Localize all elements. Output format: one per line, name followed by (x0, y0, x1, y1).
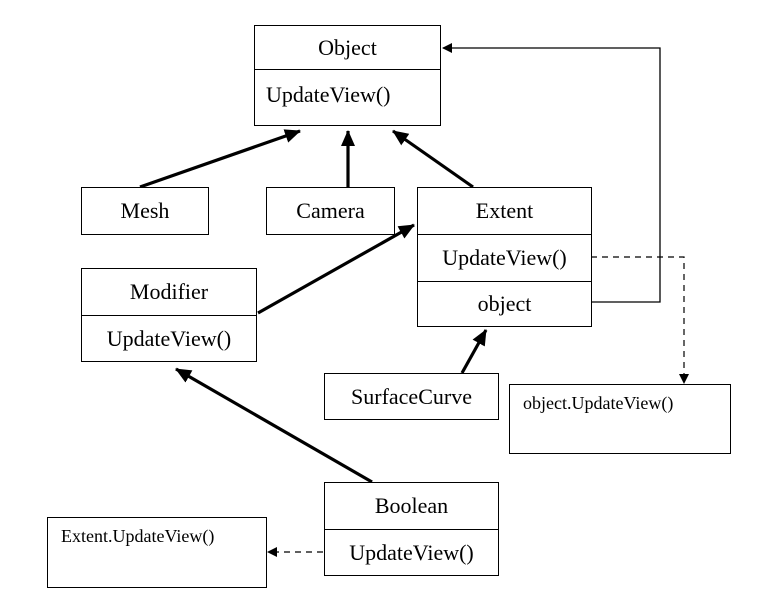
camera-class-name: Camera (296, 198, 365, 223)
boolean-implementation-note-text: Extent.UpdateView() (61, 526, 215, 546)
boolean-implementation-note: Extent.UpdateView() (47, 517, 267, 588)
boolean-class-name: Boolean (374, 493, 449, 518)
boolean-class-divider (325, 529, 498, 530)
object-reference-arrow (442, 43, 661, 303)
mesh-to-object-arrow (139, 129, 301, 189)
boolean-to-modifier-arrow (175, 367, 373, 484)
surfacecurve-to-extent-arrow (460, 329, 488, 374)
extent-class-name: Extent (475, 198, 534, 223)
extent-updateview-method: UpdateView() (442, 245, 567, 270)
extent-implementation-note: object.UpdateView() (509, 384, 731, 454)
modifier-class: Modifier UpdateView() (81, 268, 257, 362)
extent-implementation-note-text: object.UpdateView() (523, 393, 674, 413)
object-updateview-method: UpdateView() (266, 82, 391, 107)
surfacecurve-class: SurfaceCurve (324, 373, 499, 420)
object-class-divider (255, 69, 440, 70)
mesh-class: Mesh (81, 187, 209, 235)
modifier-to-extent-arrow (257, 223, 415, 315)
boolean-class: Boolean UpdateView() (324, 482, 499, 576)
mesh-class-name: Mesh (120, 198, 170, 223)
extent-class-divider-2 (418, 281, 591, 282)
modifier-class-name: Modifier (129, 279, 209, 304)
camera-class: Camera (266, 187, 395, 235)
extent-object-field: object (477, 291, 532, 316)
object-class: Object UpdateView() (254, 25, 441, 126)
modifier-updateview-method: UpdateView() (106, 325, 232, 351)
boolean-updateview-method: UpdateView() (349, 539, 474, 565)
extent-class-divider-1 (418, 234, 591, 235)
surfacecurve-class-name: SurfaceCurve (351, 383, 472, 409)
extent-to-object-arrow (392, 129, 474, 189)
extent-updateview-note-link (591, 256, 689, 384)
extent-class: Extent UpdateView() object (417, 187, 592, 327)
modifier-class-divider (82, 315, 256, 316)
object-class-name: Object (318, 35, 377, 60)
